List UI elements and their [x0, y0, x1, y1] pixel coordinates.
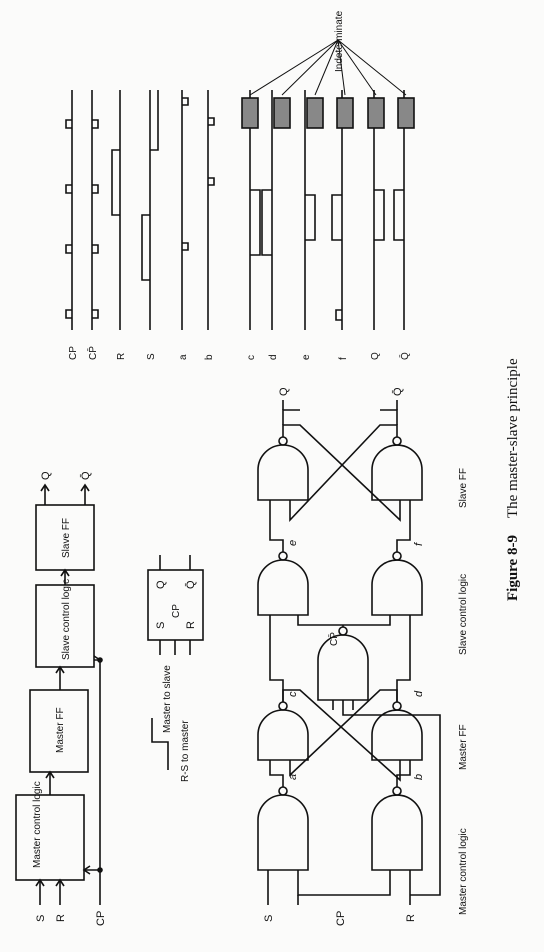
master-control-logic-label: Master control logic [32, 781, 43, 868]
node-c-label: c [287, 691, 299, 697]
circuit-input-cp: CP [335, 911, 347, 926]
timing-signal-label-0: CP [68, 346, 79, 360]
circuit-input-s: S [263, 915, 275, 922]
symbol-r: R [185, 621, 197, 629]
indeterminate-arrow-2 [314, 39, 339, 96]
timing-signal-label-1: CP̄ [86, 346, 99, 360]
block-input-s: S [35, 915, 47, 922]
ff-symbol [147, 555, 204, 655]
timing-signal-label-5: b [204, 354, 215, 360]
figure-label: Figure 8-9 [505, 535, 521, 601]
timing-signal-label-2: R [116, 353, 127, 360]
nand-gate-q [257, 444, 309, 501]
timing-transitions-7 [261, 189, 272, 256]
slave-control-circuit-label: Slave control logic [458, 574, 469, 655]
figure-title: The master-slave principle [505, 358, 521, 518]
block-output-q: Q [40, 471, 52, 480]
nand-gate-a [257, 794, 309, 871]
symbol-qbar: Q̄ [184, 580, 197, 589]
gate-circuit [257, 400, 441, 905]
node-a-label: a [287, 774, 299, 780]
circuit-output-q: Q [278, 387, 290, 396]
symbol-s: S [155, 622, 167, 629]
master-control-logic-box [15, 794, 85, 881]
node-e-label: e [287, 540, 299, 546]
slave-ff-label: Slave FF [61, 518, 72, 558]
nand-gate-f [371, 559, 423, 616]
timing-waveforms [65, 90, 415, 330]
timing-transitions-8 [305, 194, 316, 241]
gate-circuit-labels: S CP R a b c d e f CP̄ Q Q̄ Master FF Sl… [263, 387, 469, 926]
timing-transitions-6 [250, 189, 261, 256]
node-b-label: b [413, 774, 425, 780]
indeterminate-arrow-3 [337, 39, 346, 96]
timing-transitions-0 [65, 119, 72, 319]
indeterminate-arrow-1 [281, 39, 339, 96]
nand-gate-d [371, 709, 423, 761]
ff-symbol-labels: S CP R Q Q̄ [155, 580, 197, 629]
slave-ff-circuit-label: Slave FF [458, 468, 469, 508]
indeterminate-arrow-4 [337, 39, 377, 96]
nand-gate-e [257, 559, 309, 616]
master-to-slave-label: Master to slave [162, 665, 173, 733]
master-ff-label: Master FF [55, 707, 66, 753]
circuit-output-qbar: Q̄ [391, 387, 404, 396]
master-ff-circuit-label: Master FF [458, 724, 469, 770]
indeterminate-block-1 [273, 97, 291, 129]
indeterminate-annotation: Indeterminate [249, 10, 407, 96]
indeterminate-block-4 [367, 97, 385, 129]
figure-caption: Figure 8-9 The master-slave principle [505, 358, 521, 601]
timing-signal-label-6: c [246, 355, 257, 360]
nand-gate-b [371, 794, 423, 871]
clock-legend-labels: R-S to master Master to slave [162, 665, 191, 782]
timing-transitions-11 [393, 189, 404, 241]
nand-gate-qbar [371, 444, 423, 501]
block-input-r: R [55, 914, 67, 922]
block-diagram-labels: Master control logic Master FF Slave con… [32, 471, 107, 926]
node-f-label: f [413, 542, 425, 546]
indeterminate-block-3 [336, 97, 354, 129]
nand-gate-cpbar [317, 634, 369, 701]
symbol-cp: CP [171, 604, 182, 618]
timing-signal-label-7: d [268, 354, 279, 360]
nand-gate-c [257, 709, 309, 761]
timing-signal-label-8: e [301, 354, 312, 360]
slave-control-logic-label: Slave control logic [61, 579, 72, 660]
symbol-q: Q [155, 580, 167, 589]
timing-signal-label-11: Q̄ [398, 352, 411, 360]
timing-transitions-5 [208, 117, 215, 186]
timing-transitions-4 [182, 97, 189, 251]
master-ff-box [29, 689, 89, 773]
indeterminate-arrow-0 [249, 39, 339, 96]
master-control-circuit-label: Master control logic [458, 828, 469, 915]
indeterminate-block-5 [397, 97, 415, 129]
node-d-label: d [413, 690, 425, 697]
block-diagram [15, 483, 103, 905]
circuit-input-r: R [405, 914, 417, 922]
timing-transitions-10 [374, 189, 385, 241]
block-input-cp: CP [95, 911, 107, 926]
timing-signal-label-9: f [338, 357, 349, 360]
indeterminate-block-0 [241, 97, 259, 129]
cpbar-label: CP̄ [327, 632, 340, 646]
indeterminate-block-2 [306, 97, 324, 129]
timing-transitions-3 [141, 90, 159, 281]
timing-signal-label-4: a [178, 354, 189, 360]
clock-legend-waveform [151, 718, 169, 770]
timing-signal-label-3: S [146, 353, 157, 360]
indeterminate-arrow-5 [337, 39, 407, 96]
timing-transitions-9 [331, 194, 342, 321]
timing-transitions-1 [92, 119, 99, 319]
timing-signal-label-10: Q [370, 352, 381, 360]
rs-to-master-label: R-S to master [180, 720, 191, 782]
block-output-qbar: Q̄ [79, 471, 92, 480]
timing-transitions-2 [111, 149, 120, 216]
